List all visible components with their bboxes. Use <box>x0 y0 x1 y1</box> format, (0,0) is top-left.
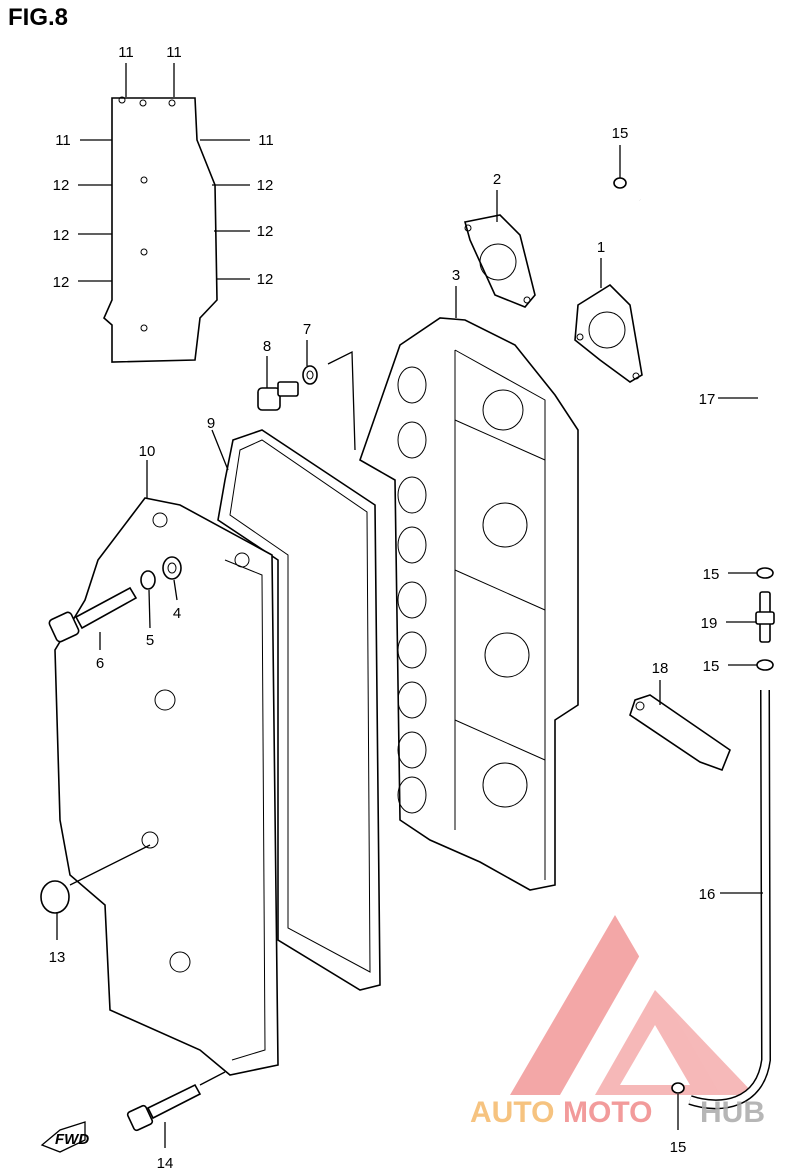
callout-12-a: 12 <box>53 177 70 194</box>
fitting-part-19 <box>755 591 775 643</box>
callout-18: 18 <box>652 660 669 677</box>
callout-13: 13 <box>49 949 66 966</box>
leader-9 <box>211 429 229 471</box>
callout-9: 9 <box>207 415 215 432</box>
gasket-part-1 <box>574 283 643 383</box>
dash-line-3 <box>327 350 356 451</box>
callout-11-b: 11 <box>166 44 182 61</box>
callout-2: 2 <box>493 171 501 188</box>
leader-14-b <box>199 1071 226 1086</box>
callout-12-c: 12 <box>53 274 70 291</box>
fwd-label: FWD <box>55 1131 89 1148</box>
hose-part-17 <box>638 196 764 556</box>
clip-part-15-mid1 <box>756 567 774 579</box>
callout-15-mid1: 15 <box>703 566 720 583</box>
clip-part-15-top <box>613 177 627 189</box>
callout-10: 10 <box>139 443 156 460</box>
leader-4 <box>173 579 178 601</box>
bracket-part-18 <box>629 694 731 772</box>
clip-part-15-bottom <box>671 1082 685 1094</box>
callout-12-f: 12 <box>257 271 274 288</box>
callout-15-top: 15 <box>612 125 629 142</box>
callout-lines-11-12 <box>78 63 250 282</box>
callout-3: 3 <box>452 267 460 284</box>
callout-17: 17 <box>699 391 716 408</box>
callout-1: 1 <box>597 239 605 256</box>
figure-title: FIG.8 <box>8 4 69 31</box>
cover-gasket-part <box>103 96 218 363</box>
leader-5 <box>148 589 151 629</box>
port-bores <box>397 366 427 814</box>
washer-part-4 <box>162 556 182 580</box>
callout-14: 14 <box>157 1155 174 1172</box>
plug-part-13 <box>40 880 70 914</box>
hose-part-16 <box>688 689 772 1110</box>
bolt-part-8 <box>257 381 299 411</box>
callout-11-c: 11 <box>55 132 71 149</box>
watermark-text-moto: MOTO <box>563 1096 652 1129</box>
callout-15-bottom: 15 <box>670 1139 687 1156</box>
watermark-text: AUTO MOTO HUB <box>470 1096 765 1129</box>
callout-4: 4 <box>173 605 181 622</box>
main-housing-part <box>359 317 579 891</box>
watermark-logo <box>510 915 755 1095</box>
washer-part-5 <box>140 570 156 590</box>
callout-11-d: 11 <box>258 132 274 149</box>
callout-16: 16 <box>699 886 716 903</box>
callout-8: 8 <box>263 338 271 355</box>
callout-19: 19 <box>701 615 718 632</box>
clip-part-15-mid2 <box>756 659 774 671</box>
fwd-arrow-badge: FWD <box>40 1121 89 1153</box>
bolt-part-6 <box>48 586 138 643</box>
watermark-text-auto: AUTO <box>470 1096 554 1129</box>
leader-13-b <box>69 844 151 886</box>
callout-12-d: 12 <box>257 177 274 194</box>
callout-6: 6 <box>96 655 104 672</box>
large-gasket-part <box>217 429 381 991</box>
callout-11-a: 11 <box>118 44 134 61</box>
callout-12-e: 12 <box>257 223 274 240</box>
callout-12-b: 12 <box>53 227 70 244</box>
callout-labels: 1 2 3 4 5 6 7 8 9 10 11 11 11 11 12 12 1… <box>49 44 720 1172</box>
callout-15-mid2: 15 <box>703 658 720 675</box>
cover-plate-part <box>54 497 279 1076</box>
callout-7: 7 <box>303 321 311 338</box>
washer-part-7 <box>302 365 318 385</box>
gasket-part-2 <box>463 214 536 308</box>
watermark-text-hub: HUB <box>700 1096 765 1129</box>
bolt-part-14 <box>126 1083 202 1132</box>
callout-5: 5 <box>146 632 154 649</box>
